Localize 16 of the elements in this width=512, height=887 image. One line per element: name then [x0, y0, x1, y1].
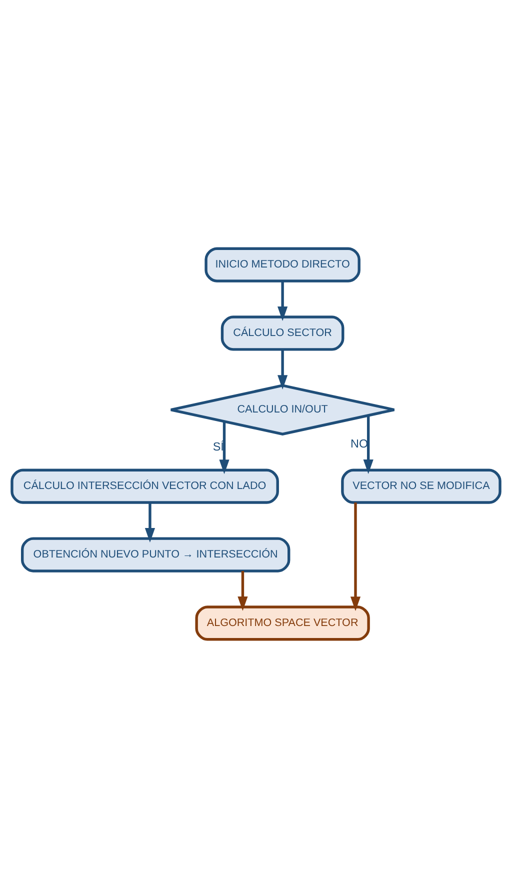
arrow [238, 570, 248, 610]
node-box: OBTENCIÓN NUEVO PUNTO → INTERSECCIÓN [20, 536, 290, 572]
node-diamond: CALCULO IN/OUT [170, 384, 396, 435]
edge-label: NO [350, 437, 368, 450]
node-box: CÁLCULO SECTOR [220, 315, 344, 350]
arrow [278, 348, 288, 390]
arrow [144, 502, 156, 542]
arrow [363, 415, 374, 474]
arrow [219, 420, 230, 474]
node-box: CÁLCULO INTERSECCIÓN VECTOR CON LADO [10, 468, 279, 504]
arrow [278, 280, 288, 320]
edge-label: SÍ [212, 440, 224, 454]
arrow [350, 502, 361, 611]
node-box: ALGORITMO SPACE VECTOR [195, 605, 370, 640]
node-box: INICIO METODO DIRECTO [204, 246, 360, 282]
node-box: VECTOR NO SE MODIFICA [341, 468, 502, 504]
